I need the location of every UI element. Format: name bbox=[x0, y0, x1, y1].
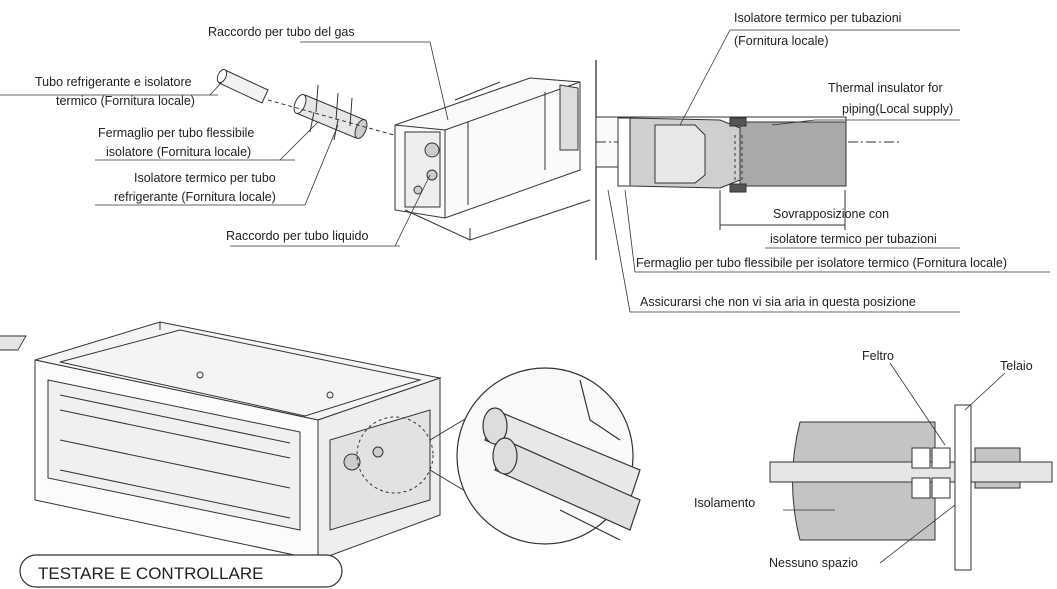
label-tubo-refrigerante-2: termico (Fornitura locale) bbox=[56, 94, 195, 108]
label-isolatore-tubo-2: refrigerante (Fornitura locale) bbox=[114, 190, 276, 204]
pipe-insulation-exploded-view bbox=[216, 68, 591, 241]
flare-nut bbox=[617, 117, 631, 187]
label-sovrapposizione-1: Sovrapposizione con bbox=[773, 207, 889, 221]
pipe-cross-section bbox=[595, 116, 900, 230]
wall-penetration-detail bbox=[769, 404, 1053, 571]
label-raccordo-liquido: Raccordo per tubo liquido bbox=[226, 229, 368, 243]
felt-block-3 bbox=[911, 477, 931, 499]
label-telaio: Telaio bbox=[1000, 359, 1033, 373]
felt-block-4 bbox=[931, 477, 951, 499]
label-nessuno-spazio: Nessuno spazio bbox=[769, 556, 858, 570]
wall-frame bbox=[954, 404, 972, 571]
labels: Tubo refrigerante e isolatore termico (F… bbox=[35, 11, 1033, 570]
refrigerant-pipe-piece bbox=[216, 68, 269, 104]
felt-block-1 bbox=[911, 447, 931, 469]
label-tubo-refrigerante-1: Tubo refrigerante e isolatore bbox=[35, 75, 192, 89]
section-heading: TESTARE E CONTROLLARE bbox=[19, 554, 343, 588]
felt-block-2 bbox=[931, 447, 951, 469]
label-isolatore-tubazioni-1: Isolatore termico per tubazioni bbox=[734, 11, 901, 25]
label-feltro: Feltro bbox=[862, 349, 894, 363]
label-thermal-1: Thermal insulator for bbox=[828, 81, 943, 95]
insulator-clip-assembly bbox=[293, 84, 368, 141]
label-isolamento: Isolamento bbox=[694, 496, 755, 510]
leader-lines-right bbox=[607, 29, 1050, 313]
label-raccordo-gas: Raccordo per tubo del gas bbox=[208, 25, 355, 39]
section-heading-frame bbox=[19, 554, 343, 588]
label-fermaglio-1: Fermaglio per tubo flessibile bbox=[98, 126, 254, 140]
label-fermaglio-2: isolatore (Fornitura locale) bbox=[106, 145, 251, 159]
label-isolatore-tubo-1: Isolatore termico per tubo bbox=[134, 171, 276, 185]
leader-lines-left bbox=[0, 41, 449, 247]
indoor-unit-isometric bbox=[0, 321, 481, 561]
label-sovrapposizione-2: isolatore termico per tubazioni bbox=[770, 232, 937, 246]
pipe-through-wall bbox=[769, 461, 1053, 483]
indoor-unit-corner bbox=[394, 77, 591, 241]
leader-lines-bottom-right bbox=[783, 362, 1006, 564]
label-fermaglio-flessibile: Fermaglio per tubo flessibile per isolat… bbox=[636, 256, 1007, 270]
label-thermal-2: piping(Local supply) bbox=[842, 102, 953, 116]
label-assicurarsi: Assicurarsi che non vi sia aria in quest… bbox=[640, 295, 916, 309]
section-title: TESTARE E CONTROLLARE bbox=[38, 564, 263, 583]
magnified-detail bbox=[456, 367, 641, 545]
label-isolatore-tubazioni-2: (Fornitura locale) bbox=[734, 34, 828, 48]
insulator-sleeve bbox=[739, 121, 847, 187]
